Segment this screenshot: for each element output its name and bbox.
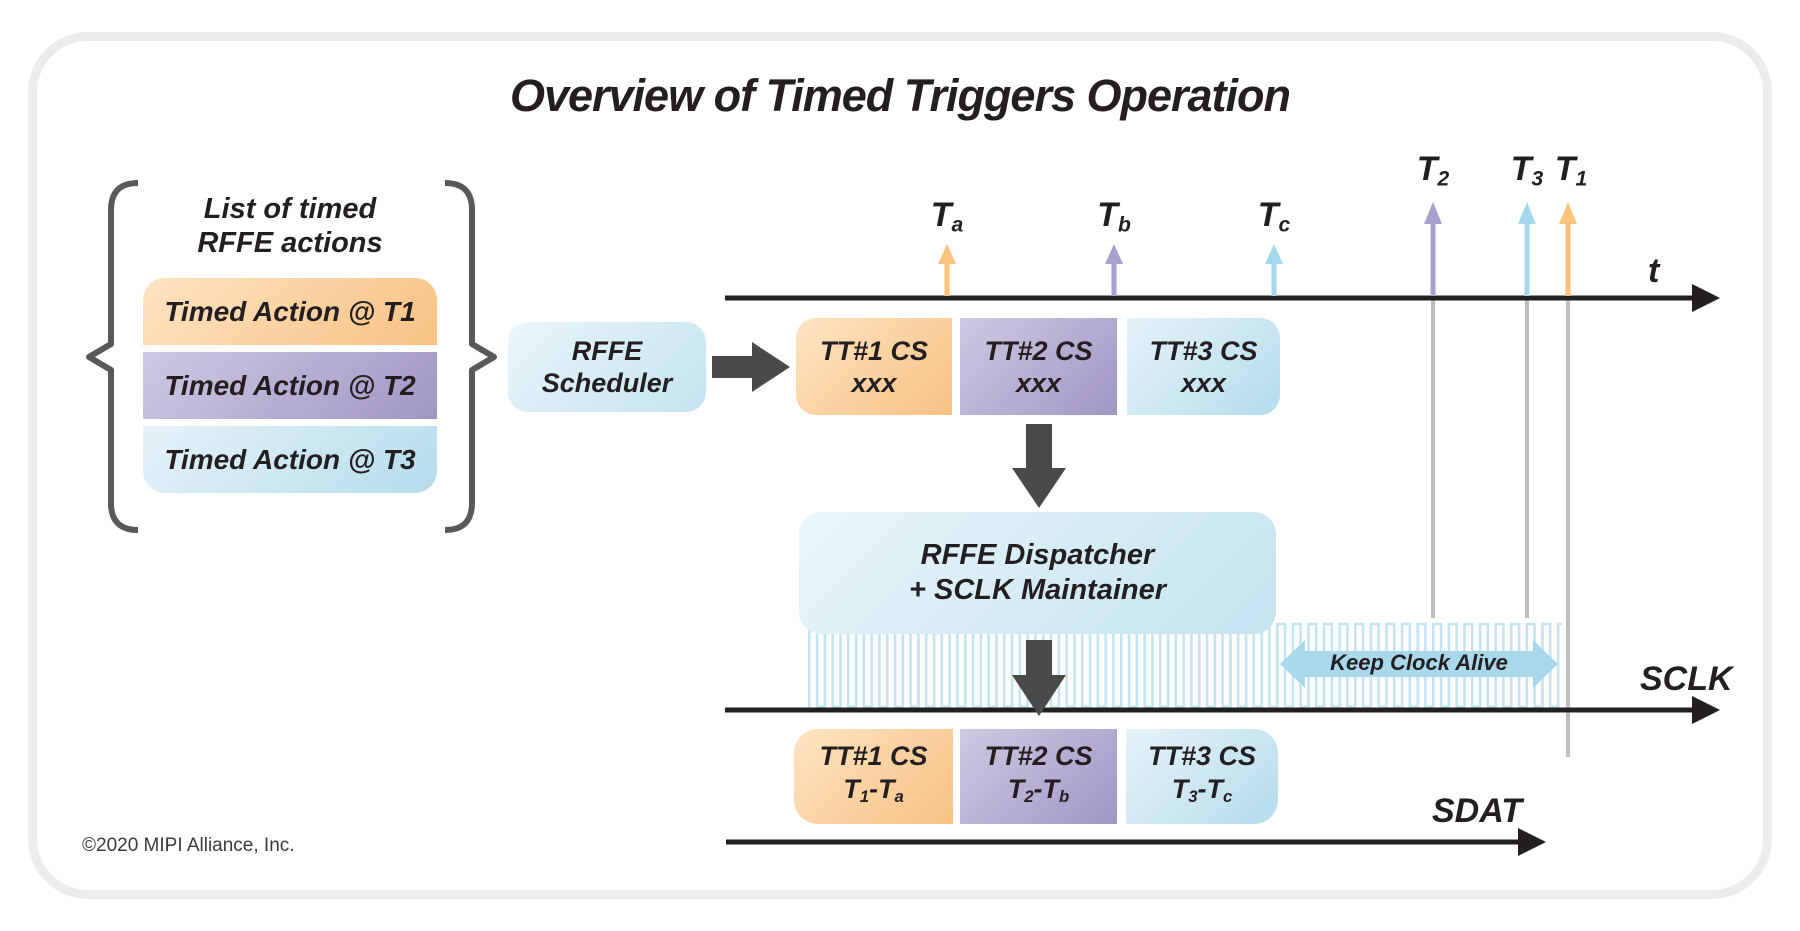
cs-queue-tt3-box: TT#3 CS xxx bbox=[1127, 318, 1280, 415]
flow-arrow-queue-to-dispatcher bbox=[1012, 424, 1066, 508]
marker-arrowhead-tb bbox=[1105, 244, 1123, 264]
cs-queue-tt2-line1: TT#2 CS bbox=[984, 335, 1093, 366]
sclk-label: SCLK bbox=[1640, 660, 1733, 698]
cs-queue-tt2-box: TT#2 CS xxx bbox=[960, 318, 1117, 415]
rffe-dispatcher-box: RFFE Dispatcher + SCLK Maintainer bbox=[799, 512, 1276, 634]
sdat-tt3-line2: T3-Tc bbox=[1171, 773, 1233, 807]
marker-arrowhead-ta bbox=[938, 244, 956, 264]
action-list-heading: List of timed RFFE actions bbox=[143, 192, 437, 260]
cs-queue-tt1-box: TT#1 CS xxx bbox=[796, 318, 952, 415]
timed-action-t1-label: Timed Action @ T1 bbox=[164, 295, 416, 327]
timed-action-t3-box: Timed Action @ T3 bbox=[143, 426, 437, 493]
trigger-label-t3: T3 bbox=[1510, 150, 1544, 191]
copyright-notice: ©2020 MIPI Alliance, Inc. bbox=[82, 835, 295, 856]
time-axis-arrowhead bbox=[1692, 284, 1720, 312]
timed-action-t3-label: Timed Action @ T3 bbox=[164, 443, 416, 475]
marker-label-ta: Ta bbox=[930, 196, 964, 237]
timed-action-t1-box: Timed Action @ T1 bbox=[143, 278, 437, 345]
sdat-tt3-line1: TT#3 CS bbox=[1147, 740, 1257, 771]
sdat-tt2-box: TT#2 CS T2-Tb bbox=[960, 729, 1117, 824]
marker-label-tc: Tc bbox=[1257, 196, 1291, 237]
trigger-label-t1: T1 bbox=[1554, 150, 1588, 191]
diagram-border-frame bbox=[28, 32, 1772, 899]
sdat-tt2-line1: TT#2 CS bbox=[984, 740, 1093, 771]
cs-queue-tt3-line2: xxx bbox=[1180, 367, 1227, 398]
rffe-scheduler-box: RFFE Scheduler bbox=[508, 322, 706, 412]
sdat-tt3-box: TT#3 CS T3-Tc bbox=[1126, 729, 1278, 824]
rffe-dispatcher-line2: + SCLK Maintainer bbox=[908, 574, 1167, 606]
cs-queue-tt3-line1: TT#3 CS bbox=[1149, 335, 1258, 366]
cs-queue-tt1-line2: xxx bbox=[851, 367, 897, 398]
sdat-label: SDAT bbox=[1432, 792, 1523, 830]
sdat-axis-arrowhead bbox=[1518, 828, 1546, 856]
keep-clock-alive-label: Keep Clock Alive bbox=[1330, 650, 1508, 675]
sclk-axis-arrowhead bbox=[1692, 696, 1720, 724]
trigger-label-t2: T2 bbox=[1416, 150, 1450, 191]
rffe-dispatcher-line1: RFFE Dispatcher bbox=[920, 539, 1155, 571]
marker-label-tb: Tb bbox=[1097, 196, 1131, 237]
action-list-heading-line2: RFFE actions bbox=[197, 227, 383, 259]
cs-queue-tt2-line2: xxx bbox=[1015, 367, 1062, 398]
time-axis-label: t bbox=[1648, 252, 1660, 290]
sdat-tt1-line1: TT#1 CS bbox=[819, 740, 928, 771]
keep-clock-alive-arrow bbox=[1280, 640, 1558, 688]
cs-queue-tt1-line1: TT#1 CS bbox=[819, 335, 929, 366]
sdat-tt1-line2: T1-Ta bbox=[843, 773, 904, 807]
rffe-scheduler-line2: Scheduler bbox=[541, 368, 673, 398]
right-brace bbox=[444, 180, 497, 533]
sdat-tt2-line2: T2-Tb bbox=[1007, 773, 1070, 807]
rffe-scheduler-line1: RFFE bbox=[571, 336, 643, 366]
flow-arrow-scheduler-to-queue bbox=[712, 342, 790, 392]
trigger-arrowhead-t2 bbox=[1424, 202, 1442, 224]
timed-action-t2-box: Timed Action @ T2 bbox=[143, 352, 437, 419]
timed-action-t2-label: Timed Action @ T2 bbox=[164, 369, 416, 401]
page-title: Overview of Timed Triggers Operation bbox=[509, 70, 1291, 121]
sdat-tt1-box: TT#1 CS T1-Ta bbox=[794, 729, 953, 824]
marker-arrowhead-tc bbox=[1265, 244, 1283, 264]
flow-arrow-dispatcher-to-bus bbox=[1012, 640, 1066, 716]
trigger-arrowhead-t3 bbox=[1518, 202, 1536, 224]
action-list-heading-line1: List of timed bbox=[203, 193, 377, 225]
trigger-arrowhead-t1 bbox=[1559, 202, 1577, 224]
left-brace bbox=[86, 180, 139, 533]
